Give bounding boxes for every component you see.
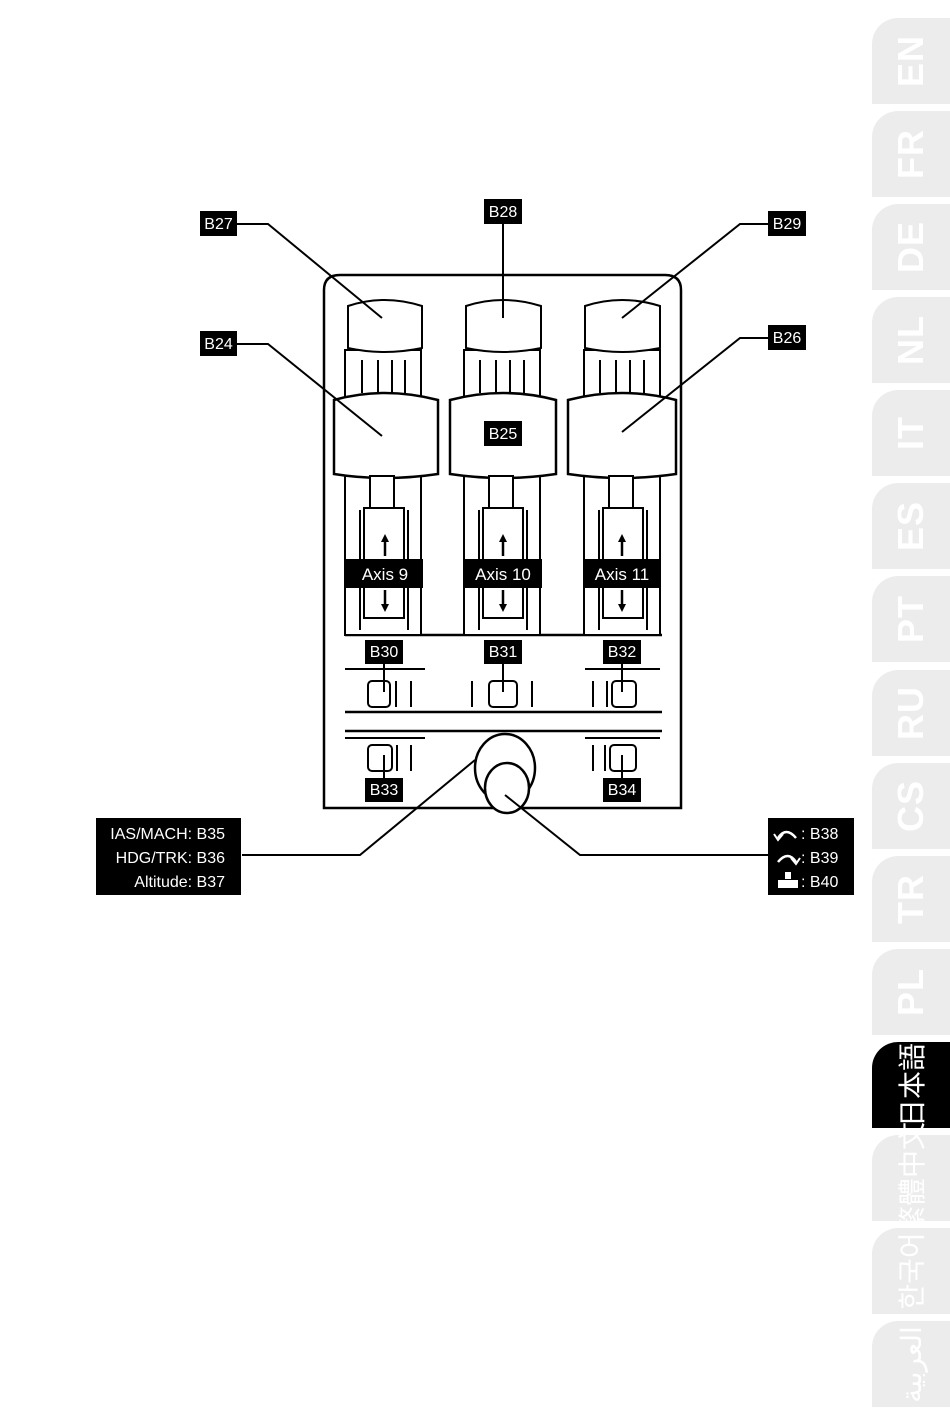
language-tab[interactable]: FR xyxy=(872,111,950,197)
label-b24: B24 xyxy=(200,331,237,356)
language-tab[interactable]: DE xyxy=(872,204,950,290)
label-b26: B26 xyxy=(768,325,806,350)
svg-text:B33: B33 xyxy=(370,782,399,799)
language-tab-label: ES xyxy=(890,501,932,551)
svg-text:B26: B26 xyxy=(773,330,802,347)
rotary-knob xyxy=(475,734,535,813)
language-tab[interactable]: PT xyxy=(872,576,950,662)
svg-text:B29: B29 xyxy=(773,216,802,233)
label-b28: B28 xyxy=(484,199,522,224)
knob-action-line-1: : B38 xyxy=(801,826,838,843)
language-tab-label: IT xyxy=(890,416,932,450)
switch-b33 xyxy=(345,738,425,781)
language-tab-label: العربية xyxy=(895,1326,928,1403)
language-tab[interactable]: 日本語 xyxy=(872,1042,950,1128)
svg-text:B34: B34 xyxy=(608,782,637,799)
label-b27: B27 xyxy=(200,211,237,236)
language-tab-label: PT xyxy=(890,595,932,643)
throttle-diagram: Axis 9 Axis 10 Axis 11 xyxy=(0,0,870,1000)
language-tab-label: NL xyxy=(890,315,932,365)
svg-text:B32: B32 xyxy=(608,644,637,661)
axis-10-label: Axis 10 xyxy=(464,559,542,588)
svg-text:Axis 9: Axis 9 xyxy=(362,565,408,584)
label-b31: B31 xyxy=(484,640,522,664)
axis-11-label: Axis 11 xyxy=(583,559,661,588)
label-b33: B33 xyxy=(365,778,403,802)
knob-action-line-3: : B40 xyxy=(801,874,838,891)
language-tab[interactable]: RU xyxy=(872,670,950,756)
label-b25: B25 xyxy=(484,421,522,446)
label-b30: B30 xyxy=(365,640,403,664)
svg-text:B31: B31 xyxy=(489,644,518,661)
language-tab[interactable]: CS xyxy=(872,763,950,849)
language-tab[interactable]: 繁體中文 xyxy=(872,1135,950,1221)
svg-text:B28: B28 xyxy=(489,204,518,221)
svg-text:B25: B25 xyxy=(489,426,518,443)
knob-mode-line-2: HDG/TRK: B36 xyxy=(116,850,225,867)
label-b34: B34 xyxy=(603,778,641,802)
language-tab[interactable]: NL xyxy=(872,297,950,383)
label-b32: B32 xyxy=(603,640,641,664)
language-tab-label: 日本語 xyxy=(891,1043,931,1127)
axis-9-label: Axis 9 xyxy=(346,559,423,588)
switch-b32 xyxy=(585,664,660,707)
knob-mode-line-1: IAS/MACH: B35 xyxy=(110,826,225,843)
language-tab-label: RU xyxy=(890,686,932,740)
knob-action-line-2: : B39 xyxy=(801,850,838,867)
language-tab[interactable]: EN xyxy=(872,18,950,104)
language-tab[interactable]: IT xyxy=(872,390,950,476)
language-tab-label: CS xyxy=(890,780,932,832)
knob-mode-box: IAS/MACH: B35 HDG/TRK: B36 Altitude: B37 xyxy=(96,818,241,895)
language-tab[interactable]: TR xyxy=(872,856,950,942)
switch-b31 xyxy=(472,664,532,707)
knob-action-box: : B38 : B39 : B40 xyxy=(768,818,854,895)
svg-text:B30: B30 xyxy=(370,644,399,661)
svg-text:B27: B27 xyxy=(204,216,233,233)
language-tab-label: FR xyxy=(890,129,932,179)
knob-mode-line-3: Altitude: B37 xyxy=(134,874,225,891)
language-tab-label: DE xyxy=(890,221,932,273)
svg-text:Axis 10: Axis 10 xyxy=(475,565,531,584)
language-tab-label: TR xyxy=(890,874,932,924)
svg-text:B24: B24 xyxy=(204,336,233,353)
language-tab[interactable]: PL xyxy=(872,949,950,1035)
language-tab[interactable]: 한국어 xyxy=(872,1228,950,1314)
language-tab[interactable]: ES xyxy=(872,483,950,569)
switch-b34 xyxy=(585,738,660,781)
label-b29: B29 xyxy=(768,211,806,236)
language-tab-label: 繁體中文 xyxy=(891,1122,931,1234)
switch-b30 xyxy=(345,664,425,707)
language-tab-label: 한국어 xyxy=(891,1232,931,1309)
svg-text:Axis 11: Axis 11 xyxy=(595,565,650,584)
language-tab-label: EN xyxy=(890,35,932,87)
language-tab[interactable]: العربية xyxy=(872,1321,950,1407)
language-tab-label: PL xyxy=(890,968,932,1016)
